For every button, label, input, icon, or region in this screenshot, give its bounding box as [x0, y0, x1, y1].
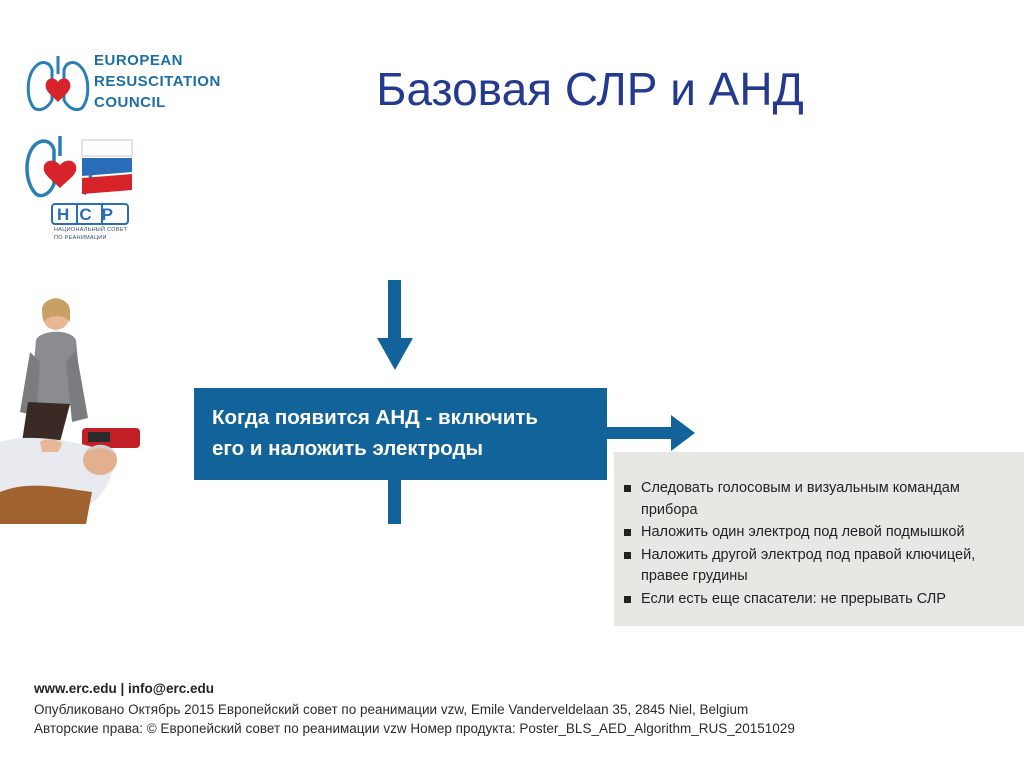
erc-logo-line: EUROPEAN — [94, 52, 184, 69]
list-item: Наложить один электрод под левой подмышк… — [624, 522, 1018, 544]
instruction-text: Наложить другой электрод под правой ключ… — [641, 546, 976, 585]
ncr-subtitle-line: ПО РЕАНИМАЦИИ — [54, 235, 107, 241]
ncr-subtitle: НАЦИОНАЛЬНЫЙ СОВЕТ ПО РЕАНИМАЦИИ — [54, 226, 144, 242]
instructions-list: Следовать голосовым и визуальным команда… — [624, 478, 1018, 610]
ncr-lungs-heart-flag-icon: НСР — [25, 136, 133, 225]
footer-links[interactable]: www.erc.edu | info@erc.edu — [34, 681, 214, 696]
erc-lungs-heart-icon — [26, 56, 90, 112]
rescuer-with-aed-illustration — [0, 298, 140, 524]
bullet-square-icon — [624, 551, 631, 559]
ncr-acronym: НСР — [57, 205, 123, 224]
bullet-square-icon — [624, 485, 631, 492]
instruction-text: Если есть еще спасатели: не прерывать СЛ… — [641, 590, 946, 607]
footer-published: Опубликовано Октябрь 2015 Европейский со… — [34, 702, 749, 717]
flow-connector — [388, 478, 401, 524]
erc-logo-line: RESUSCITATION — [94, 73, 221, 90]
right-arrow-icon — [605, 415, 695, 451]
instruction-text: Следовать голосовым и визуальным команда… — [641, 480, 960, 518]
list-item: Наложить другой электрод под правой ключ… — [624, 545, 1018, 588]
instructions-panel: Следовать голосовым и визуальным команда… — [614, 452, 1024, 626]
erc-logo-text: EUROPEAN RESUSCITATION COUNCIL — [94, 50, 254, 113]
instruction-text: Наложить один электрод под левой подмышк… — [641, 524, 965, 540]
footer: www.erc.edu | info@erc.edu Опубликовано … — [34, 678, 934, 738]
list-item: Следовать голосовым и визуальным команда… — [624, 478, 1018, 521]
down-arrow-icon — [377, 280, 413, 370]
aed-step-line: его и наложить электроды — [212, 437, 484, 460]
slide-title: Базовая СЛР и АНД — [376, 63, 804, 115]
aed-step-line: Когда появится АНД - включить — [212, 406, 538, 429]
aed-step-box: Когда появится АНД - включить его и нало… — [194, 388, 607, 480]
bullet-square-icon — [624, 595, 631, 603]
erc-logo-line: COUNCIL — [94, 94, 166, 111]
bullet-square-icon — [624, 529, 631, 536]
ncr-subtitle-line: НАЦИОНАЛЬНЫЙ СОВЕТ — [54, 227, 128, 233]
list-item: Если есть еще спасатели: не прерывать СЛ… — [624, 589, 1018, 611]
footer-copyright: Авторские права: © Европейский совет по … — [34, 721, 795, 736]
